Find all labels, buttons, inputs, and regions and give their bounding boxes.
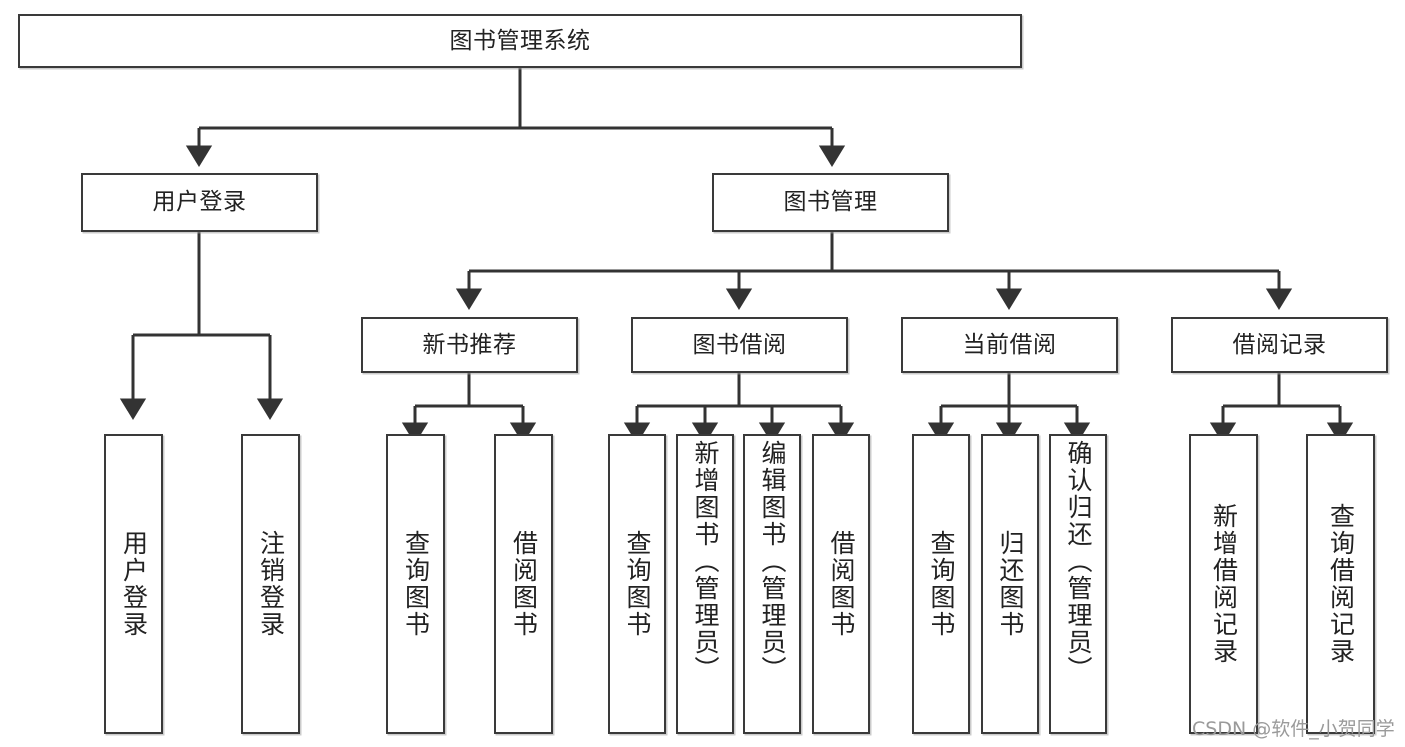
node-label: 查询图书 — [927, 530, 956, 638]
node-label: 查询借阅记录 — [1326, 503, 1356, 665]
node-user-login[interactable]: 用户登录 — [81, 173, 318, 232]
node-current-borrow[interactable]: 当前借阅 — [901, 317, 1118, 373]
node-label: 借阅图书 — [827, 530, 856, 638]
node-label: 借阅记录 — [1232, 331, 1327, 358]
node-label: 查询图书 — [401, 530, 431, 638]
node-label: 归还图书 — [996, 530, 1025, 638]
leaf-query-book-borrow[interactable]: 查询图书 — [608, 434, 666, 734]
node-label: 用户登录 — [119, 530, 149, 638]
leaf-add-borrow-record[interactable]: 新增借阅记录 — [1189, 434, 1258, 734]
node-label: 新增借阅记录 — [1209, 503, 1239, 665]
node-label: 当前借阅 — [962, 331, 1057, 358]
node-label: 编辑图书（管理员） — [758, 440, 787, 683]
node-label: 图书借阅 — [692, 331, 787, 358]
leaf-return-book[interactable]: 归还图书 — [981, 434, 1039, 734]
node-label: 图书管理 — [783, 189, 878, 215]
leaf-confirm-return-admin[interactable]: 确认归还（管理员） — [1049, 434, 1107, 734]
leaf-edit-book-admin[interactable]: 编辑图书（管理员） — [743, 434, 801, 734]
node-label: 图书管理系统 — [449, 27, 591, 54]
leaf-query-borrow-record[interactable]: 查询借阅记录 — [1306, 434, 1375, 734]
node-label: 查询图书 — [623, 530, 652, 638]
node-book-management[interactable]: 图书管理 — [712, 173, 949, 232]
node-new-book-recommend[interactable]: 新书推荐 — [361, 317, 578, 373]
leaf-user-login[interactable]: 用户登录 — [104, 434, 163, 734]
node-label: 注销登录 — [256, 530, 286, 638]
node-root-book-management-system[interactable]: 图书管理系统 — [18, 14, 1022, 68]
node-label: 新书推荐 — [422, 331, 517, 358]
leaf-borrow-book[interactable]: 借阅图书 — [812, 434, 870, 734]
leaf-query-book-recommend[interactable]: 查询图书 — [386, 434, 445, 734]
leaf-borrow-book-recommend[interactable]: 借阅图书 — [494, 434, 553, 734]
leaf-add-book-admin[interactable]: 新增图书（管理员） — [676, 434, 734, 734]
node-borrow-record[interactable]: 借阅记录 — [1171, 317, 1388, 373]
node-label: 确认归还（管理员） — [1064, 440, 1093, 683]
leaf-query-book-current[interactable]: 查询图书 — [912, 434, 970, 734]
node-label: 借阅图书 — [509, 530, 539, 638]
node-label: 新增图书（管理员） — [691, 440, 720, 683]
node-label: 用户登录 — [152, 189, 247, 215]
leaf-logout-login[interactable]: 注销登录 — [241, 434, 300, 734]
node-book-borrow[interactable]: 图书借阅 — [631, 317, 848, 373]
